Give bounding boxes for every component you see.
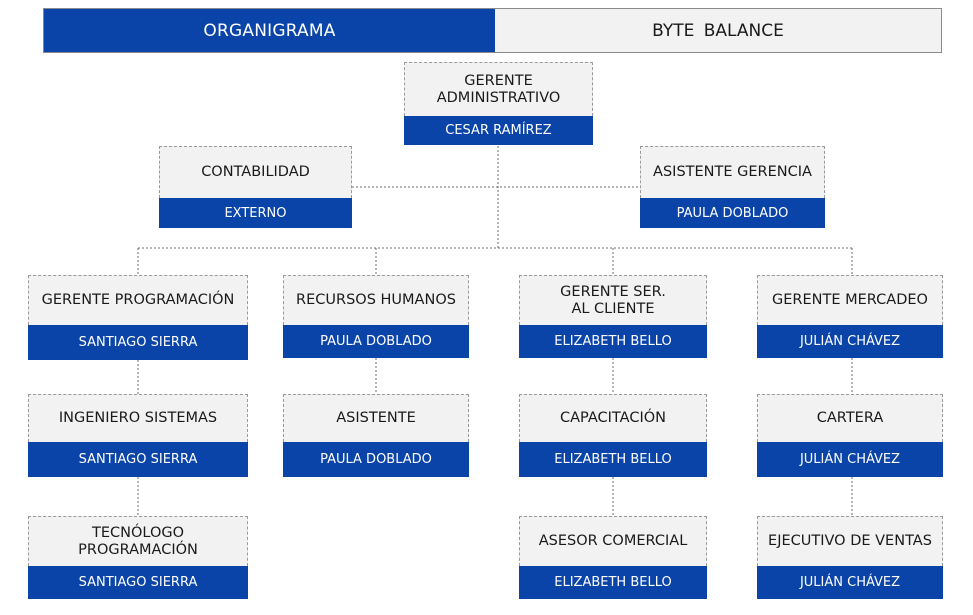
node-person: JULIÁN CHÁVEZ [757,442,943,477]
node-person: CESAR RAMÍREZ [404,116,593,145]
node-title: CARTERA [757,394,943,442]
node-person: ELIZABETH BELLO [519,442,707,477]
node-gerente-mercadeo: GERENTE MERCADEO JULIÁN CHÁVEZ [757,275,943,358]
node-title: GERENTE MERCADEO [757,275,943,325]
node-tecnologo-programacion: TECNÓLOGO PROGRAMACIÓN SANTIAGO SIERRA [28,516,248,599]
node-ingeniero-sistemas: INGENIERO SISTEMAS SANTIAGO SIERRA [28,394,248,477]
node-recursos-humanos: RECURSOS HUMANOS PAULA DOBLADO [283,275,469,358]
node-title: EJECUTIVO DE VENTAS [757,516,943,566]
node-ejecutivo-ventas: EJECUTIVO DE VENTAS JULIÁN CHÁVEZ [757,516,943,599]
node-contabilidad: CONTABILIDAD EXTERNO [159,146,352,228]
node-person: JULIÁN CHÁVEZ [757,325,943,358]
node-person: JULIÁN CHÁVEZ [757,566,943,599]
node-title: TECNÓLOGO PROGRAMACIÓN [28,516,248,566]
node-title: ASISTENTE [283,394,469,442]
node-title: ASISTENTE GERENCIA [640,146,825,198]
node-person: SANTIAGO SIERRA [28,325,248,360]
node-title: GERENTE ADMINISTRATIVO [404,62,593,116]
node-title: CONTABILIDAD [159,146,352,198]
node-title: ASESOR COMERCIAL [519,516,707,566]
node-person: PAULA DOBLADO [283,325,469,358]
node-title: GERENTE PROGRAMACIÓN [28,275,248,325]
node-gerente-administrativo: GERENTE ADMINISTRATIVO CESAR RAMÍREZ [404,62,593,145]
node-asistente: ASISTENTE PAULA DOBLADO [283,394,469,477]
node-capacitacion: CAPACITACIÓN ELIZABETH BELLO [519,394,707,477]
node-person: PAULA DOBLADO [640,198,825,228]
node-title: CAPACITACIÓN [519,394,707,442]
node-title: GERENTE SER. AL CLIENTE [519,275,707,325]
node-person: SANTIAGO SIERRA [28,442,248,477]
node-title: RECURSOS HUMANOS [283,275,469,325]
node-gerente-programacion: GERENTE PROGRAMACIÓN SANTIAGO SIERRA [28,275,248,360]
node-title: INGENIERO SISTEMAS [28,394,248,442]
header-title: ORGANIGRAMA [44,9,495,52]
node-person: SANTIAGO SIERRA [28,566,248,599]
node-cartera: CARTERA JULIÁN CHÁVEZ [757,394,943,477]
header-bar: ORGANIGRAMA BYTE BALANCE [43,8,942,53]
node-person: EXTERNO [159,198,352,228]
node-asesor-comercial: ASESOR COMERCIAL ELIZABETH BELLO [519,516,707,599]
company-name: BYTE BALANCE [495,9,941,52]
node-person: ELIZABETH BELLO [519,325,707,358]
node-gerente-servicio-cliente: GERENTE SER. AL CLIENTE ELIZABETH BELLO [519,275,707,358]
node-asistente-gerencia: ASISTENTE GERENCIA PAULA DOBLADO [640,146,825,228]
node-person: PAULA DOBLADO [283,442,469,477]
node-person: ELIZABETH BELLO [519,566,707,599]
